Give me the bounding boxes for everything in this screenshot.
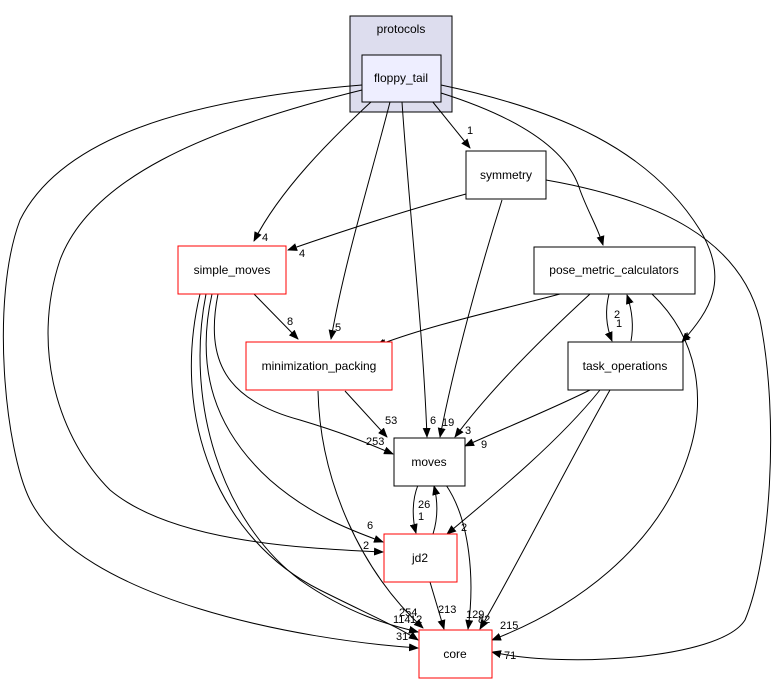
- edge-symmetry-moves: [437, 199, 503, 438]
- edge-label: 2: [614, 309, 620, 321]
- edge-label: 9: [481, 439, 487, 451]
- edge-task-operations-jd2: [446, 389, 601, 535]
- edge-pose-metric-minimization-packing: [375, 293, 561, 347]
- edge-floppy-tail-task-operations: [440, 84, 716, 343]
- edge-label: 114: [393, 614, 411, 626]
- edge-jd2-core: [429, 581, 446, 630]
- node-simple-moves[interactable]: simple_moves: [177, 245, 287, 295]
- edge-simple-moves-core-a: [199, 293, 419, 634]
- edge-symmetry-core: [491, 179, 772, 661]
- edge-minimization-packing-moves: [344, 390, 388, 438]
- cluster-label: protocols: [377, 22, 426, 36]
- node-minimization-packing[interactable]: minimization_packing: [245, 341, 393, 391]
- edge-label: 3: [465, 425, 471, 437]
- edge-labels: 1 4 4 1 1 8 5 4 2 1 53 6 19 3 9 253 26 1…: [262, 125, 690, 662]
- edge-label: 1: [467, 125, 473, 137]
- nodes: floppy_tail symmetry simple_moves pose_m…: [177, 54, 696, 679]
- edge-label: 1: [418, 511, 424, 523]
- node-label: floppy_tail: [374, 71, 428, 85]
- node-floppy-tail[interactable]: floppy_tail: [361, 54, 442, 103]
- edge-simple-moves-moves: [213, 293, 394, 455]
- edge-floppy-tail-minimization-packing: [328, 101, 391, 340]
- edge-floppy-tail-symmetry: [431, 100, 471, 149]
- edge-floppy-tail-core: [2, 84, 419, 652]
- edge-label: 4: [299, 248, 305, 260]
- edge-label: 254: [399, 607, 417, 619]
- edge-label: 213: [438, 604, 456, 616]
- node-core[interactable]: core: [418, 629, 493, 679]
- edge-label: 53: [385, 415, 397, 427]
- node-jd2[interactable]: jd2: [383, 533, 458, 583]
- edge-floppy-tail-jd2: [47, 89, 384, 556]
- edge-simple-moves-minimization-packing: [253, 293, 299, 340]
- edge-floppy-tail-simple-moves: [253, 100, 373, 242]
- edge-jd2-moves: [432, 485, 441, 535]
- edges: [2, 84, 772, 661]
- edge-label: 8: [287, 316, 293, 328]
- edge-label: 129: [466, 609, 484, 621]
- edge-pose-metric-core: [491, 293, 698, 641]
- node-label: minimization_packing: [262, 359, 377, 373]
- edge-task-operations-pose-metric: [626, 294, 634, 342]
- node-task-operations[interactable]: task_operations: [567, 341, 684, 391]
- edge-label: 253: [366, 436, 384, 448]
- edge-simple-moves-core-b: [190, 293, 419, 641]
- edge-task-operations-moves: [464, 389, 591, 447]
- edge-pose-metric-task-operations: [604, 293, 613, 342]
- edge-label: 1: [616, 318, 622, 330]
- edge-pose-metric-moves: [454, 293, 591, 438]
- node-label: moves: [411, 455, 446, 469]
- edge-label: 12: [410, 614, 422, 626]
- node-symmetry[interactable]: symmetry: [465, 150, 547, 200]
- edge-moves-jd2: [409, 484, 419, 534]
- node-label: core: [443, 647, 467, 661]
- node-pose-metric-calculators[interactable]: pose_metric_calculators: [533, 246, 696, 295]
- edge-label: 26: [418, 499, 430, 511]
- edge-minimization-packing-core: [317, 390, 424, 629]
- edge-floppy-tail-moves: [401, 101, 431, 438]
- edge-label: 5: [335, 322, 341, 334]
- edge-label: 31: [396, 631, 408, 643]
- node-moves[interactable]: moves: [393, 437, 466, 487]
- node-label: pose_metric_calculators: [549, 263, 678, 277]
- node-label: jd2: [411, 551, 428, 565]
- edge-simple-moves-jd2: [205, 293, 384, 543]
- edge-label: 1: [684, 331, 690, 343]
- node-label: symmetry: [480, 168, 532, 182]
- edge-symmetry-simple-moves: [287, 193, 467, 251]
- edge-label: 82: [478, 614, 490, 626]
- edge-label: 2: [461, 522, 467, 534]
- edge-label: 71: [504, 650, 516, 662]
- edge-label: 6: [367, 520, 373, 532]
- edge-task-operations-core: [479, 389, 611, 630]
- edge-label: 19: [442, 417, 454, 429]
- node-label: task_operations: [583, 359, 668, 373]
- edge-label: 215: [500, 620, 518, 632]
- edge-label: 4: [262, 232, 268, 244]
- node-label: simple_moves: [194, 263, 271, 277]
- edge-label: 2: [363, 540, 369, 552]
- edge-label: 6: [430, 415, 436, 427]
- edge-floppy-tail-pose-metric: [440, 92, 605, 246]
- edge-moves-core: [445, 484, 474, 630]
